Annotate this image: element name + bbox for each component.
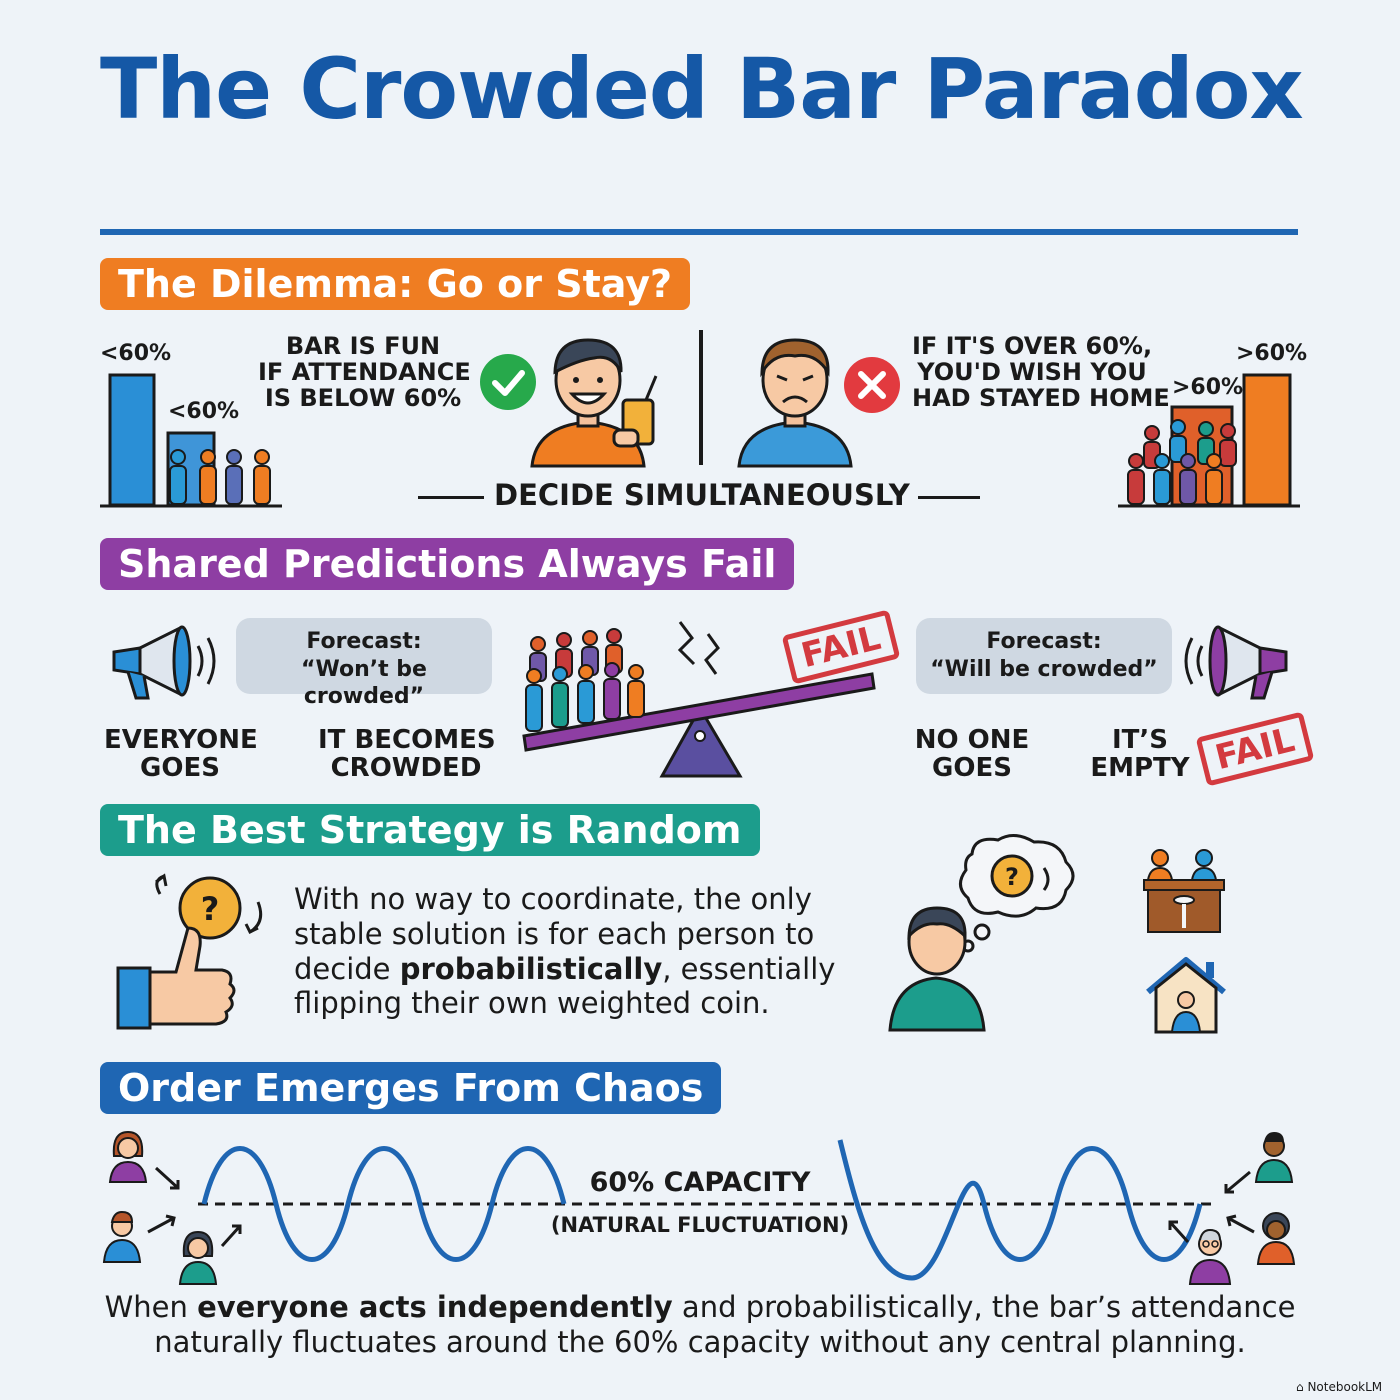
paragraph-line-2: stable solution is for each person to xyxy=(294,916,815,951)
large-crowd-bar-illustration xyxy=(1118,373,1300,508)
megaphone-icon-right xyxy=(1184,625,1288,700)
coin-flip-hand-icon: ? xyxy=(116,873,263,1030)
fun-text-line-3: IS BELOW 60% xyxy=(264,383,462,412)
small-crowd-bar-illustration xyxy=(100,373,282,508)
check-icon xyxy=(480,354,536,410)
fun-text-line-1: BAR IS FUN xyxy=(285,332,441,360)
conclusion-line-1-end: and probabilistically, the bar’s attenda… xyxy=(672,1290,1296,1324)
fluctuation-wave-illustration xyxy=(198,1139,1218,1281)
conclusion-line-1-start: When xyxy=(104,1290,198,1324)
decide-line-left xyxy=(418,496,484,499)
megaphone-icon-left xyxy=(112,625,216,700)
forecast-bubble-right: Forecast: “Will be crowded” xyxy=(916,618,1172,694)
decide-line-right xyxy=(918,496,980,499)
individuals-right-icons xyxy=(1168,1132,1296,1285)
forecast-left-line-1: Forecast: xyxy=(306,629,422,654)
wish-text-line-3: HAD STAYED HOME xyxy=(912,383,1170,412)
title-divider xyxy=(100,229,1298,235)
no-one-goes-line-1: NO ONE xyxy=(914,725,1030,755)
no-one-goes-line-2: GOES xyxy=(932,753,1012,784)
forecast-left-line-2: “Won’t be crowded” xyxy=(301,656,427,710)
fail-stamp-2: FAIL xyxy=(1195,711,1315,787)
paragraph-line-3-start: decide xyxy=(294,951,400,986)
man-avatar-icon-3 xyxy=(1254,1132,1294,1183)
notebooklm-watermark: ⌂ NotebookLM xyxy=(1296,1380,1382,1394)
conclusion-line-1: When everyone acts independently and pro… xyxy=(0,1290,1400,1325)
left-tall-bar-label: <60% xyxy=(100,341,172,366)
elderly-avatar-icon xyxy=(1188,1228,1232,1285)
everyone-goes-line-2: GOES xyxy=(140,753,220,784)
decide-label: DECIDE SIMULTANEOUSLY xyxy=(494,478,910,512)
happy-person-icon xyxy=(530,338,658,468)
wish-text-line-2: YOU'D WISH YOU xyxy=(917,357,1147,386)
right-tall-bar-label: >60% xyxy=(1236,341,1308,366)
its-empty-line-2: EMPTY xyxy=(1090,753,1190,784)
capacity-label: 60% CAPACITY xyxy=(589,1167,811,1198)
woman-avatar-icon-3 xyxy=(1256,1212,1296,1265)
woman-avatar-icon xyxy=(108,1130,148,1183)
bar-venue-icon xyxy=(1143,849,1225,933)
wish-text-line-1: IF IT'S OVER 60%, xyxy=(912,332,1153,360)
conclusion-emphasis: everyone acts independently xyxy=(197,1290,673,1324)
section-heading-predictions: Shared Predictions Always Fail xyxy=(100,538,795,590)
svg-text:?: ? xyxy=(1005,863,1019,891)
dilemma-divider xyxy=(699,330,703,465)
watermark-text: NotebookLM xyxy=(1307,1380,1383,1394)
forecast-right-line-2: “Will be crowded” xyxy=(930,656,1158,682)
svg-text:?: ? xyxy=(201,890,220,928)
notebooklm-logo-icon: ⌂ xyxy=(1296,1380,1304,1394)
conclusion-line-2: naturally fluctuates around the 60% capa… xyxy=(154,1324,1246,1359)
fun-text-line-2: IF ATTENDANCE xyxy=(258,357,471,386)
paragraph-line-3: decide probabilistically, essentially xyxy=(294,952,854,987)
paragraph-line-4: flipping their own weighted coin. xyxy=(294,986,770,1021)
random-strategy-paragraph: With no way to coordinate, the only stab… xyxy=(294,882,854,1021)
paragraph-emphasis: probabilistically xyxy=(399,951,663,986)
its-empty-line-1: IT’S xyxy=(1111,725,1168,755)
home-icon xyxy=(1146,957,1226,1034)
section-heading-dilemma: The Dilemma: Go or Stay? xyxy=(100,258,691,310)
thinking-person-icon: ? xyxy=(888,834,1075,1032)
section-heading-order: Order Emerges From Chaos xyxy=(100,1062,722,1114)
paragraph-line-3-end: , essentially xyxy=(662,951,836,986)
section-heading-random: The Best Strategy is Random xyxy=(100,804,760,856)
left-short-bar-label: <60% xyxy=(168,399,240,424)
right-short-bar-label: >60% xyxy=(1172,375,1244,400)
everyone-goes-line-1: EVERYONE xyxy=(104,725,258,755)
forecast-right-line-1: Forecast: xyxy=(986,629,1102,654)
x-icon xyxy=(844,357,900,413)
seesaw-crowd-illustration xyxy=(522,621,876,778)
page-title: The Crowded Bar Paradox xyxy=(100,40,1304,138)
man-avatar-icon xyxy=(102,1210,142,1263)
paragraph-line-1: With no way to coordinate, the only xyxy=(294,882,812,916)
becomes-crowded-line-1: IT BECOMES xyxy=(318,725,496,755)
forecast-bubble-left: Forecast: “Won’t be crowded” xyxy=(236,618,492,709)
fluctuation-label: (NATURAL FLUCTUATION) xyxy=(550,1213,850,1237)
becomes-crowded-line-2: CROWDED xyxy=(330,753,482,784)
woman-avatar-icon-2 xyxy=(178,1230,218,1285)
individuals-left-icons xyxy=(102,1130,242,1285)
sad-person-icon xyxy=(737,338,853,468)
conclusion-text: When everyone acts independently and pro… xyxy=(0,1290,1400,1360)
